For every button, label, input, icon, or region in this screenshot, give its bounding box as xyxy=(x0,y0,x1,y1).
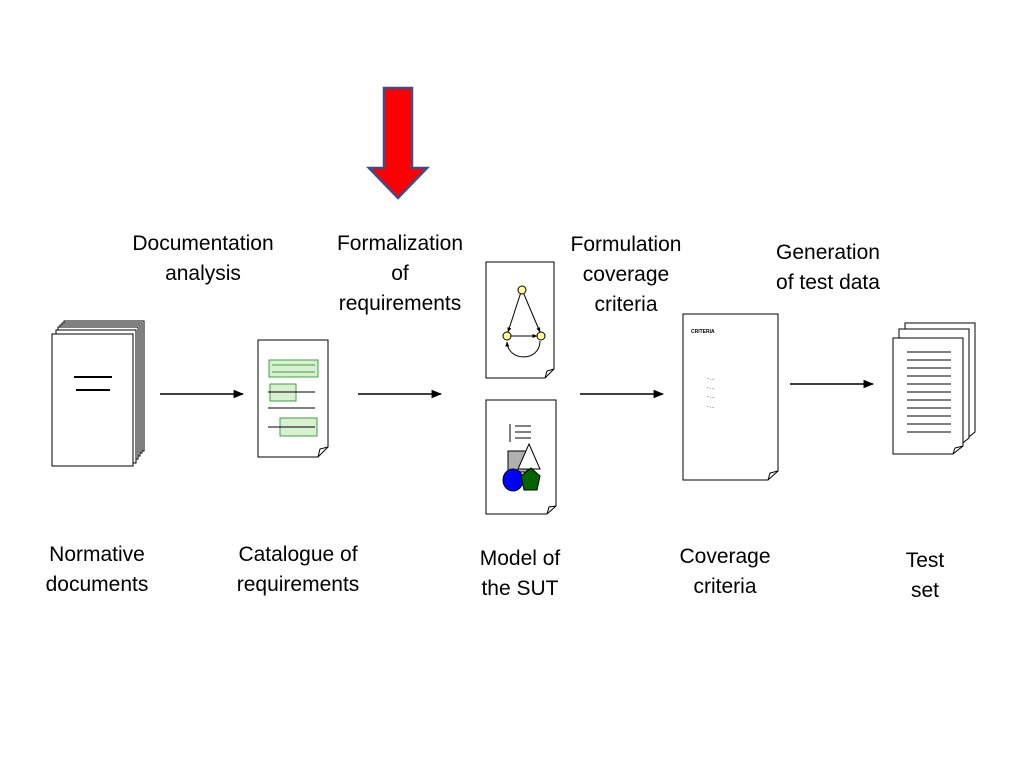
label-catalogue-of-requirements: Catalogue of requirements xyxy=(236,543,360,596)
normative-documents-icon xyxy=(51,320,145,467)
label-generation-of-test-data: Generation of test data xyxy=(776,241,880,294)
model-shapes-document-icon xyxy=(485,399,557,515)
label-test-set: Test set xyxy=(905,549,945,602)
label-coverage-criteria: Coverage criteria xyxy=(679,545,771,598)
catalogue-document-icon xyxy=(257,339,329,458)
criteria-doc-item: - ... xyxy=(707,404,714,410)
highlight-down-arrow xyxy=(366,86,430,200)
label-model-of-the-sut: Model of the SUT xyxy=(479,547,561,600)
criteria-doc-item: - ... xyxy=(707,385,714,391)
test-set-documents-icon xyxy=(892,322,976,455)
criteria-doc-item: - ... xyxy=(707,376,714,382)
model-graph-document-icon xyxy=(485,261,555,379)
criteria-doc-header: CRITERIA xyxy=(691,329,715,335)
label-formulation-coverage-criteria: Formulation coverage criteria xyxy=(570,233,682,316)
coverage-criteria-document-icon: CRITERIA - ... - ... - ... - ... xyxy=(682,313,779,481)
criteria-doc-item: - ... xyxy=(707,394,714,400)
label-documentation-analysis: Documentation analysis xyxy=(132,232,274,285)
label-formalization-of-requirements: Formalization of requirements xyxy=(336,232,464,315)
label-normative-documents: Normative documents xyxy=(45,543,149,596)
